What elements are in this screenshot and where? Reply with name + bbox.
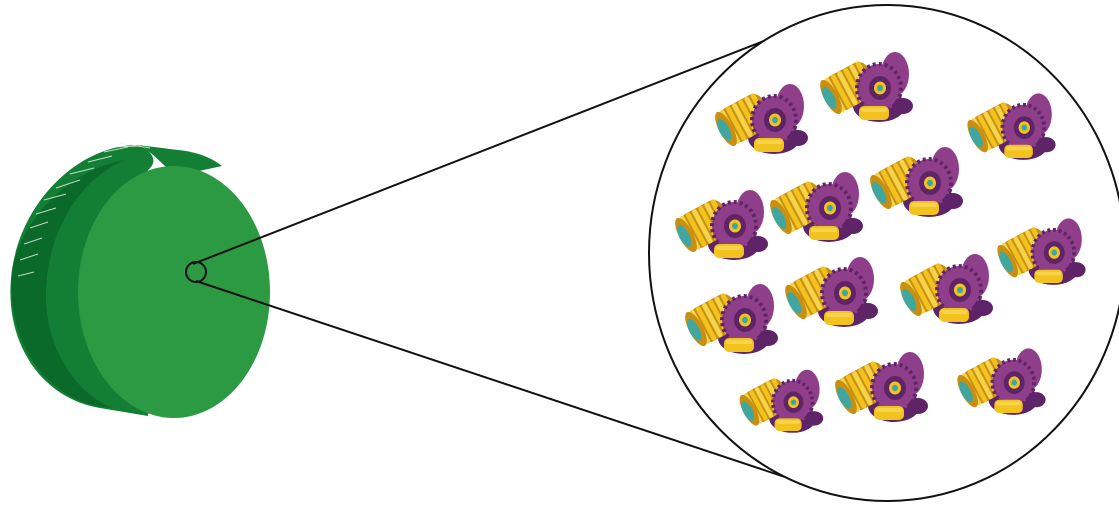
green-sample-disk bbox=[10, 143, 270, 418]
magnified-view bbox=[649, 5, 1119, 501]
disk-top-face bbox=[78, 166, 270, 418]
